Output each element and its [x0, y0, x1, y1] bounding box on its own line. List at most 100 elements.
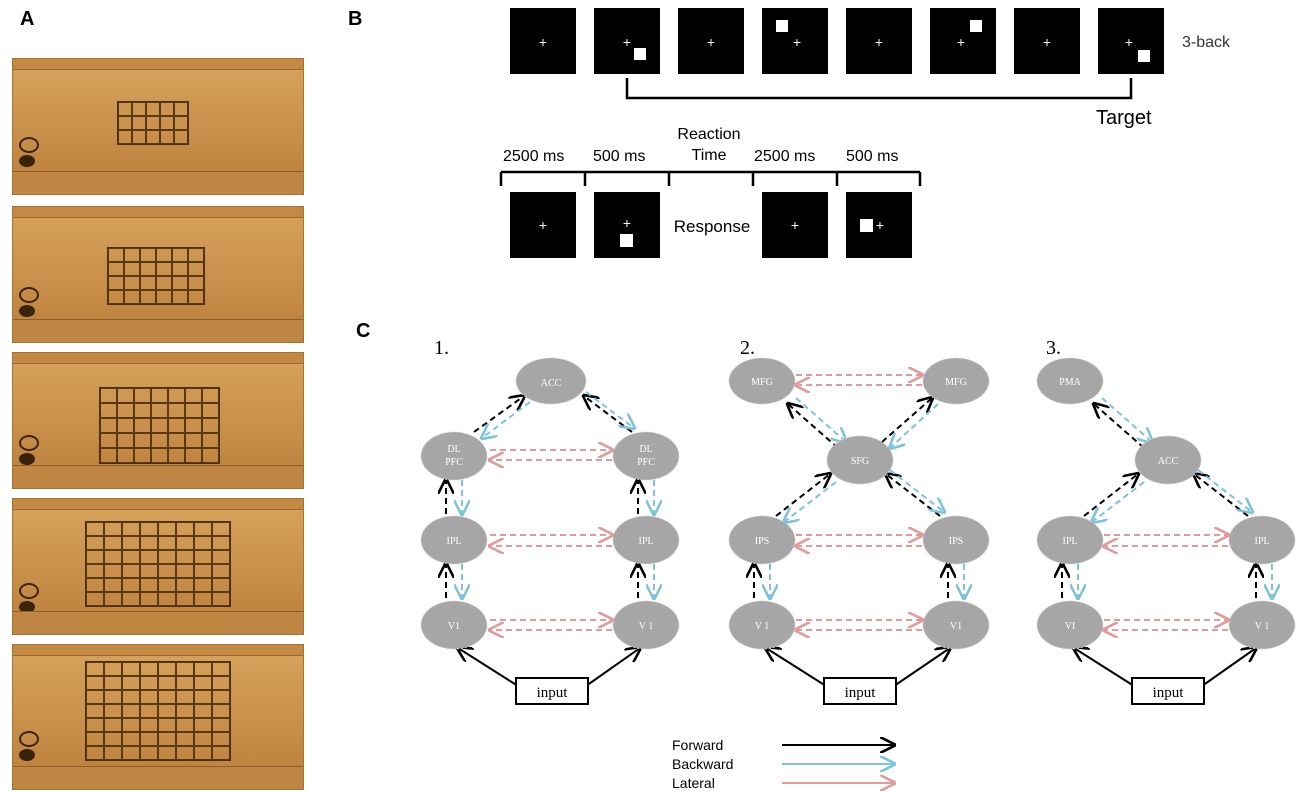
timing-label-rt-2: Time	[692, 147, 727, 164]
node-label: ACC	[1158, 456, 1179, 467]
node-label-line1: DL	[639, 444, 652, 455]
node-label: V 1	[639, 621, 654, 632]
stimulus-square	[762, 8, 828, 74]
model-1-nodes: ACC DL PFC DL PFC IPL IPL V1 V 1 input	[420, 357, 680, 705]
node-label: V1	[448, 621, 460, 632]
brain-region-node	[728, 600, 796, 650]
eye-icon	[19, 305, 35, 317]
node-label: IPL	[447, 536, 462, 547]
node-label: V 1	[755, 621, 770, 632]
node-label: IPL	[639, 536, 654, 547]
input-label: input	[537, 685, 569, 701]
svg-text:+: +	[539, 217, 547, 233]
stimulus-square	[930, 8, 996, 74]
brain-region-node	[612, 515, 680, 565]
legend: Forward Backward Lateral	[672, 737, 894, 791]
nback-task-diagram: + + + + + + + + 3-back Target 2500 ms 50…	[499, 8, 1231, 258]
eye-icon	[19, 287, 39, 303]
brain-region-node	[515, 357, 587, 405]
brain-region-node	[420, 515, 488, 565]
node-label: VI	[1065, 621, 1076, 632]
model-number: 1.	[434, 337, 449, 359]
svg-text:+: +	[623, 34, 631, 50]
svg-text:+: +	[1125, 34, 1133, 50]
model-2-nodes: MFG MFG SFG IPS IPS V 1 V1 input	[728, 357, 990, 705]
game-grid-1	[117, 101, 189, 145]
game-frame-4	[12, 498, 304, 635]
eye-icon	[19, 453, 35, 465]
stimulus-square	[1014, 8, 1080, 74]
stimulus-square	[678, 8, 744, 74]
stimulus-square	[510, 8, 576, 74]
node-label: MFG	[945, 377, 967, 388]
brain-region-node	[420, 431, 488, 481]
target-dot	[970, 20, 982, 32]
input-label: input	[845, 685, 877, 701]
game-grid-5	[85, 661, 231, 761]
svg-text:+: +	[539, 34, 547, 50]
svg-text:+: +	[1043, 34, 1051, 50]
panel-label-c: C	[356, 320, 371, 342]
target-dot	[634, 48, 646, 60]
brain-region-node	[826, 435, 894, 485]
stimulus-square	[510, 192, 576, 258]
panel-label-a: A	[20, 8, 35, 30]
node-label: IPS	[949, 536, 963, 547]
brain-region-node	[1036, 600, 1104, 650]
game-grid-4	[85, 521, 231, 607]
brain-region-node	[728, 357, 796, 405]
stimulus-square	[1098, 8, 1164, 74]
eye-icon	[19, 731, 39, 747]
model-number: 2.	[740, 337, 755, 359]
stimulus-square	[846, 192, 912, 258]
timeline	[499, 170, 922, 186]
node-label: V1	[950, 621, 962, 632]
stimulus-square	[762, 192, 828, 258]
stimulus-row: + + + + + + + +	[510, 8, 1164, 74]
brain-region-node	[922, 357, 990, 405]
brain-region-node	[922, 515, 990, 565]
input-label: input	[1153, 685, 1185, 701]
target-dot	[776, 20, 788, 32]
node-label-line2: PFC	[637, 457, 655, 468]
eye-icon	[19, 435, 39, 451]
svg-text:+: +	[875, 34, 883, 50]
timing-label-rt-1: Reaction	[677, 126, 740, 143]
game-frame-3	[12, 352, 304, 489]
target-bracket	[625, 78, 1133, 100]
node-label: SFG	[851, 456, 869, 467]
svg-text:+: +	[707, 34, 715, 50]
target-dot	[620, 234, 633, 247]
node-label: ACC	[541, 378, 562, 389]
input-box	[515, 677, 589, 705]
node-label: IPL	[1063, 536, 1078, 547]
stimulus-square	[846, 8, 912, 74]
game-grid-2	[107, 247, 205, 305]
eye-icon	[19, 137, 39, 153]
brain-region-node	[612, 431, 680, 481]
brain-region-node	[728, 515, 796, 565]
eye-icon	[19, 155, 35, 167]
model-3-nodes: PMA ACC IPL IPL VI V 1 input	[1036, 357, 1296, 705]
node-label-line1: DL	[447, 444, 460, 455]
panel-label-b: B	[348, 8, 363, 30]
model-number: 3.	[1046, 337, 1061, 359]
legend-lateral-label: Lateral	[672, 775, 715, 791]
node-label: IPS	[755, 536, 769, 547]
svg-text:+: +	[876, 217, 884, 233]
eye-icon	[19, 601, 35, 613]
brain-region-node	[420, 600, 488, 650]
timing-label: 500 ms	[846, 148, 898, 165]
game-frame-1	[12, 58, 304, 195]
brain-region-node	[1228, 600, 1296, 650]
target-dot	[1138, 50, 1150, 62]
brain-region-node	[1036, 515, 1104, 565]
timing-label: 500 ms	[593, 148, 645, 165]
node-label: PMA	[1059, 377, 1081, 388]
stimulus-square	[594, 8, 660, 74]
input-box	[823, 677, 897, 705]
svg-text:+: +	[793, 34, 801, 50]
target-label: Target	[1096, 107, 1152, 129]
legend-forward-label: Forward	[672, 737, 723, 753]
node-label: IPL	[1255, 536, 1270, 547]
